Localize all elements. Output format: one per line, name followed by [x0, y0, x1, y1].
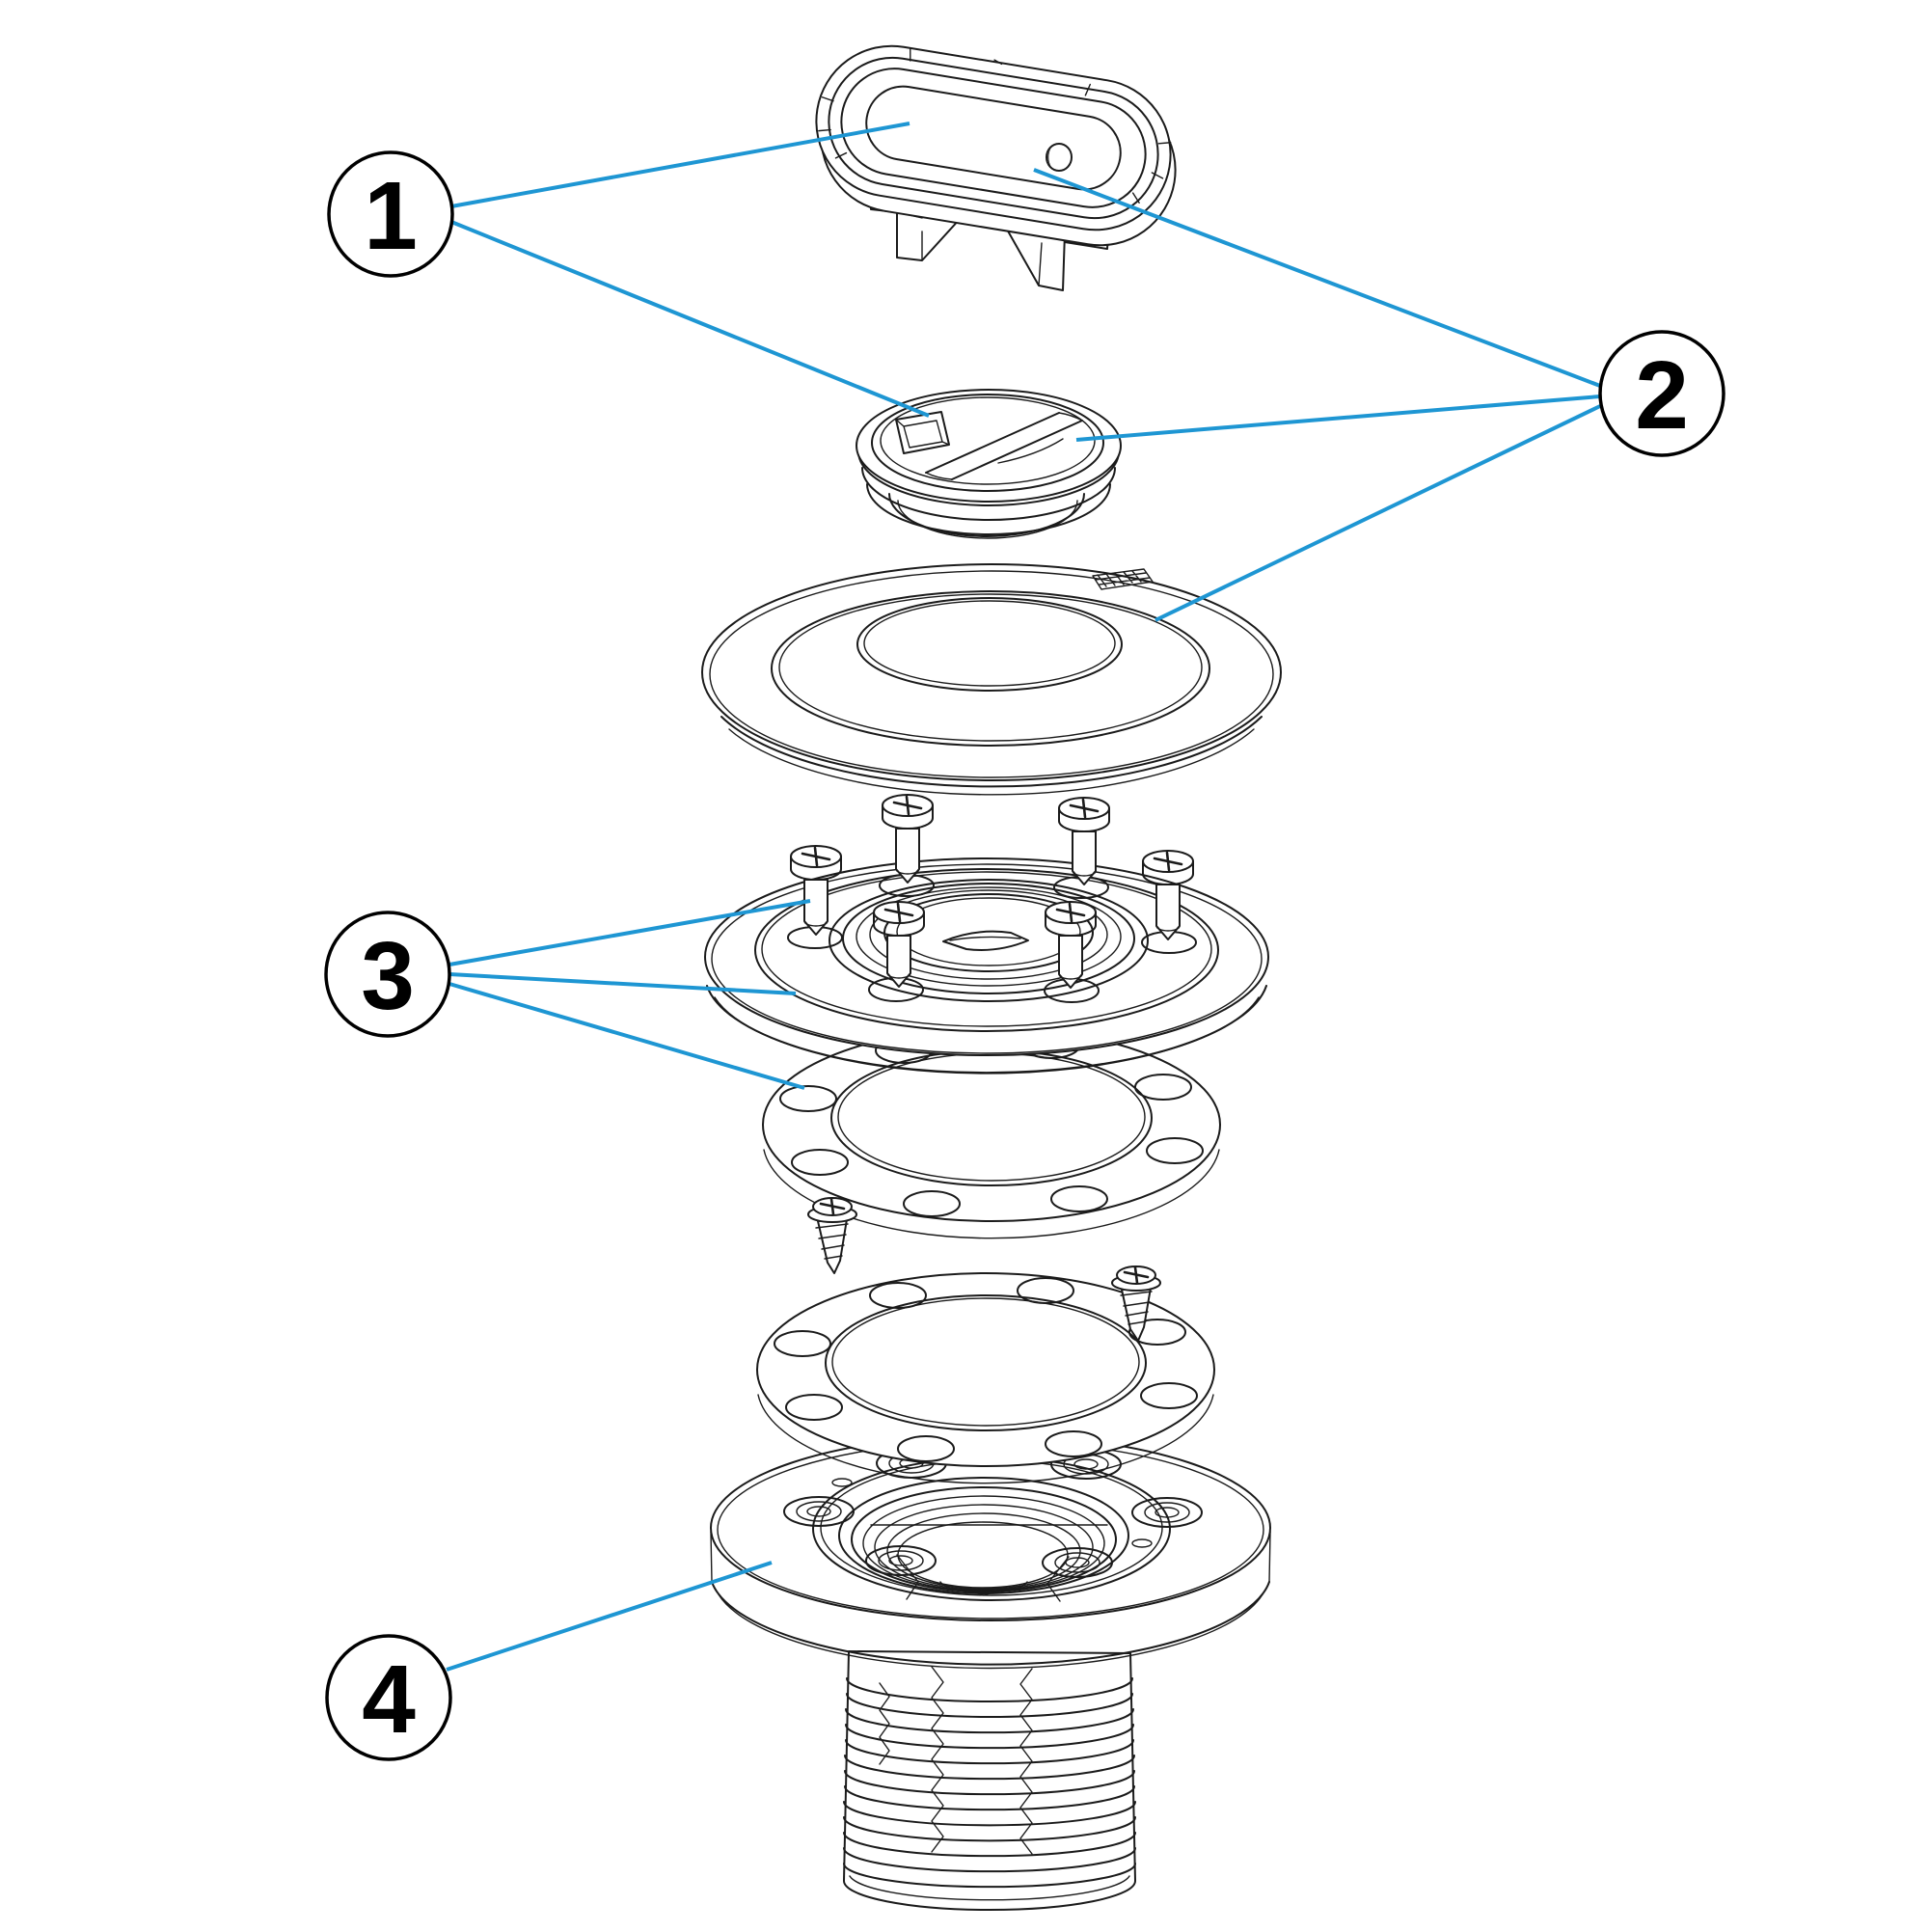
gasket-holes: [774, 1277, 1198, 1462]
callout-3: 3: [324, 911, 451, 1038]
machine-screw: [882, 794, 934, 884]
leader-line-1: [450, 220, 930, 418]
key-hole: [1046, 143, 1073, 172]
machine-screw: [1045, 901, 1097, 989]
body-threaded-throat: [838, 1477, 1129, 1602]
machine-screw: [873, 901, 925, 988]
leader-line-2: [1155, 404, 1601, 622]
callout-2: 2: [1598, 330, 1725, 457]
part-fixing-flange: [704, 857, 1269, 1075]
part-threaded-plug: [856, 389, 1122, 539]
tapping-screw-right: [1111, 1265, 1161, 1342]
part-wall-conduit-body: [710, 1434, 1271, 1911]
part-gasket-upper: [762, 1027, 1221, 1239]
disc-hatch-mark: [1092, 568, 1154, 590]
flange-screws: [790, 794, 1194, 989]
leader-line-3: [448, 972, 797, 995]
disc-skirt: [720, 716, 1263, 788]
callout-4: 4: [325, 1634, 452, 1761]
body-threaded-barrel: [843, 1650, 1136, 1911]
plug-threads: [857, 450, 1120, 539]
callout-label: 3: [361, 922, 415, 1030]
disc-outer-edge: [701, 563, 1282, 781]
leader-line-3: [448, 899, 811, 966]
disc-ring: [771, 590, 1210, 747]
leader-line-3: [448, 982, 805, 1090]
callout-circle: [325, 1634, 452, 1761]
callout-annotations: 1 2 3 4: [324, 122, 1725, 1761]
machine-screw: [790, 845, 842, 936]
body-flange: [710, 1434, 1271, 1670]
callout-circle: [1598, 330, 1725, 457]
callout-label: 1: [364, 162, 418, 270]
flange-outer-edge: [704, 857, 1269, 1056]
callout-circle: [324, 911, 451, 1038]
tapping-screw-left: [807, 1197, 857, 1274]
machine-screw: [1142, 850, 1194, 940]
flange-face-ring: [754, 868, 1219, 1032]
part-gasket-lower: [756, 1272, 1215, 1484]
plug-rim: [856, 389, 1122, 503]
key-ring: [815, 44, 1172, 231]
plug-slot-bar: [925, 412, 1083, 480]
callout-label: 2: [1635, 341, 1689, 449]
callout-1: 1: [327, 150, 454, 278]
leader-line-2: [1033, 168, 1601, 388]
part-handle-key: [815, 44, 1177, 291]
part-cover-disc: [701, 563, 1282, 796]
callout-label: 4: [362, 1646, 416, 1754]
disc-dome: [856, 597, 1123, 692]
leader-line-4: [446, 1561, 773, 1672]
leader-line-2: [1075, 395, 1601, 442]
machine-screw: [1058, 797, 1110, 885]
callout-circle: [327, 150, 454, 278]
leader-line-1: [450, 122, 910, 208]
